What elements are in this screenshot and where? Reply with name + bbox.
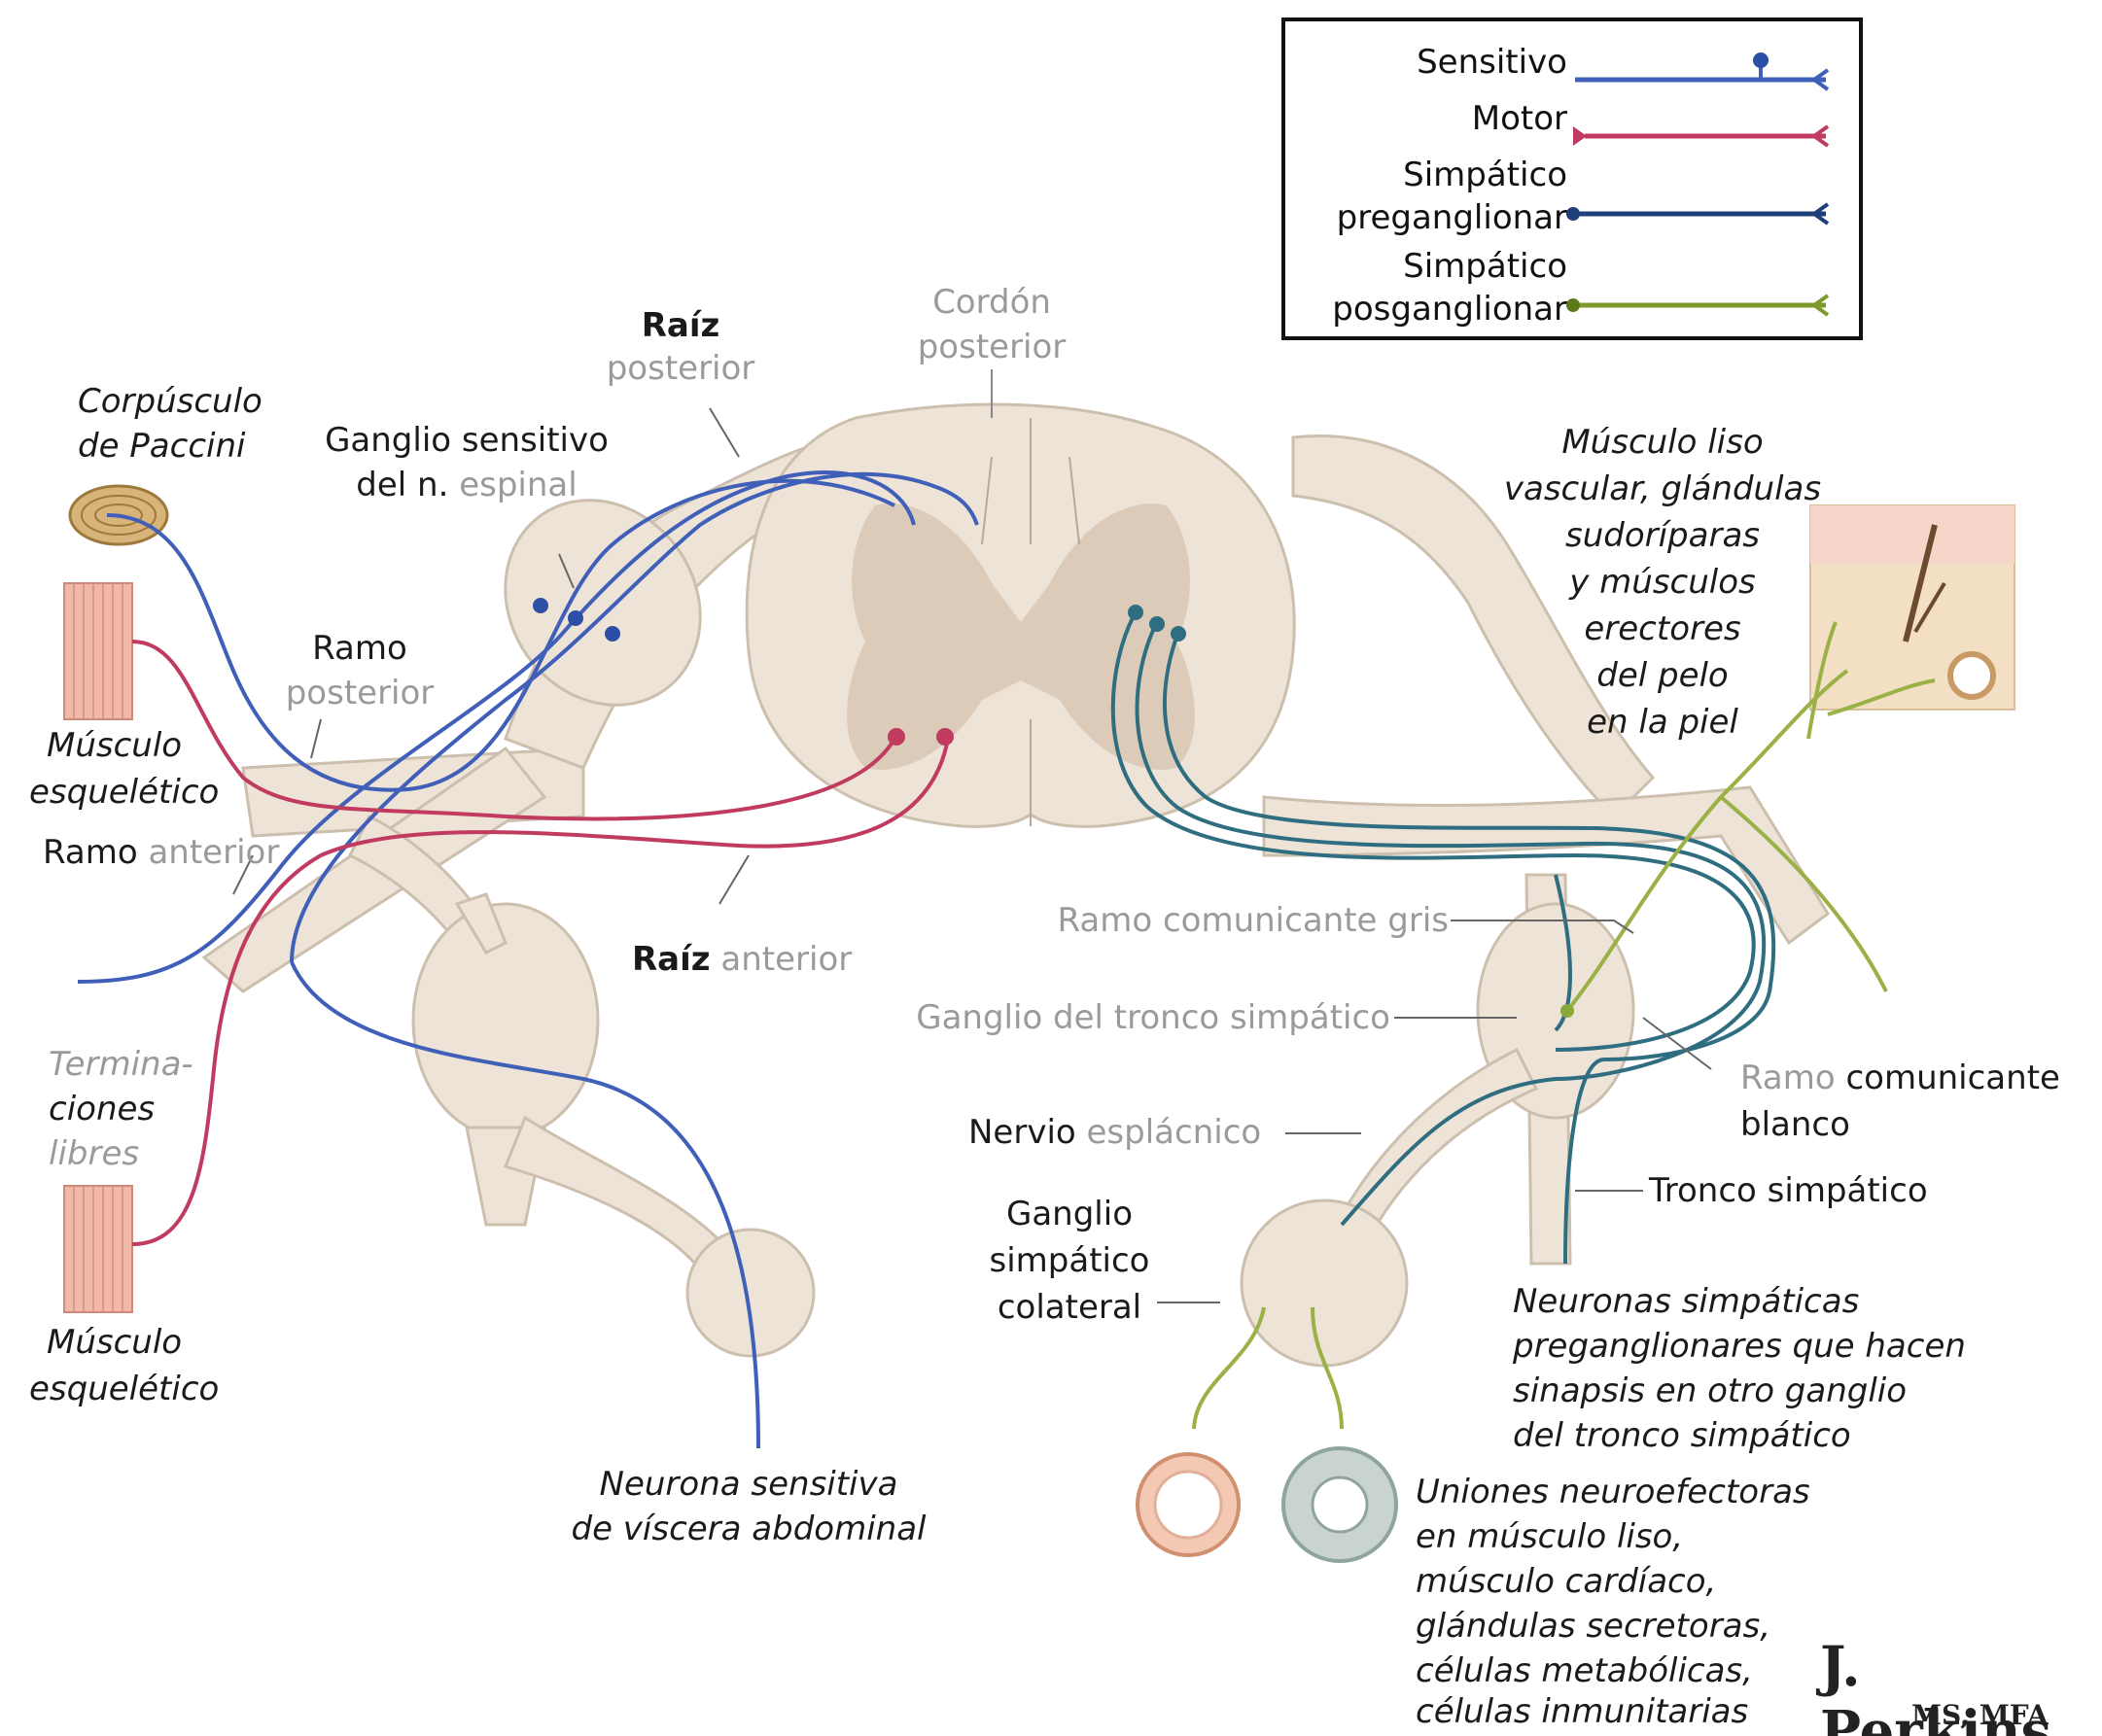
legend-box: Sensitivo Motor Simpático preganglionar … [1281, 17, 1863, 340]
label-neuroeffector-line4: glándulas secretoras, [1416, 1604, 1770, 1649]
label-smooth-muscle-line3: sudoríparas [1488, 513, 1838, 558]
label-splanchnic-nerve: Nervio esplácnico [968, 1110, 1261, 1155]
label-posterior-root-gray: posterior [583, 346, 778, 391]
label-dorsal-ganglion-line2: del n. espinal [321, 463, 613, 507]
label-smooth-muscle-line1: Músculo liso [1488, 420, 1838, 465]
label-free-endings-line1: Termina- [49, 1042, 193, 1087]
artist-degrees: MS, MFA [1911, 1699, 2049, 1731]
label-preganglionic-neurons-line3: sinapsis en otro ganglio [1513, 1369, 1907, 1413]
label-preganglionic-neurons-line1: Neuronas simpáticas [1513, 1279, 1859, 1324]
label-neuroeffector-line6: células inmunitarias [1416, 1689, 1748, 1734]
label-neuroeffector-line5: células metabólicas, [1416, 1649, 1753, 1693]
label-posterior-ramus-gray: posterior [272, 671, 447, 715]
label-neuroeffector-line2: en músculo liso, [1416, 1514, 1683, 1559]
label-posterior-root-bold: Raíz [603, 303, 758, 348]
label-anterior-ramus: Ramo anterior [43, 830, 279, 875]
label-anterior-root: Raíz anterior [632, 937, 852, 982]
legend-preganglionic-soma [1566, 207, 1580, 221]
label-neuroeffector-line3: músculo cardíaco, [1416, 1559, 1716, 1604]
label-posterior-cordon-line1: Cordón [894, 280, 1089, 325]
label-anterior-root-bold: Raíz [632, 940, 711, 979]
label-dorsal-ganglion-dark: del n. [356, 466, 448, 504]
label-anterior-ramus-dark: Ramo [43, 833, 138, 872]
label-free-endings-line2: ciones [49, 1087, 155, 1131]
label-anterior-ramus-gray: anterior [148, 833, 279, 872]
label-skeletal-muscle-top-line2: esquelético [29, 770, 219, 815]
label-skeletal-muscle-bottom-line2: esquelético [29, 1367, 219, 1411]
legend-motor-soma [1573, 126, 1587, 146]
label-collateral-ganglion-line2: simpático [982, 1238, 1157, 1283]
label-splanchnic-dark: Nervio [968, 1113, 1076, 1152]
legend-swatches [1281, 17, 1863, 340]
label-posterior-ramus-bold: Ramo [282, 626, 438, 671]
label-paccini-line1: Corpúsculo [78, 379, 263, 424]
label-visceral-neuron-line1: Neurona sensitiva [544, 1462, 953, 1507]
label-smooth-muscle-line2: vascular, glándulas [1488, 467, 1838, 511]
label-smooth-muscle-line5: erectores [1488, 607, 1838, 651]
label-preganglionic-neurons-line2: preganglionares que hacen [1513, 1324, 1966, 1369]
skin-tissue-icon [1810, 505, 2014, 710]
legend-postganglionic-soma [1566, 298, 1580, 312]
label-collateral-ganglion-line3: colateral [982, 1285, 1157, 1330]
label-white-ramus-line1: Ramo comunicante [1740, 1056, 2060, 1100]
label-skeletal-muscle-top-line1: Músculo [47, 723, 182, 768]
label-collateral-ganglion-line1: Ganglio [982, 1192, 1157, 1236]
vessel-icon [1138, 1454, 1239, 1555]
skeletal-muscle-icon [64, 1186, 132, 1312]
label-dorsal-ganglion-line1: Ganglio sensitivo [321, 418, 613, 463]
label-sympathetic-ganglion: Ganglio del tronco simpático [856, 995, 1390, 1040]
label-smooth-muscle-line6: del pelo [1488, 653, 1838, 698]
label-white-ramus-dark: comunicante [1845, 1059, 2060, 1097]
label-paccini-line2: de Paccini [78, 424, 245, 469]
label-white-ramus-gray: Ramo [1740, 1059, 1836, 1097]
label-anterior-root-gray: anterior [720, 940, 852, 979]
label-posterior-cordon-line2: posterior [894, 325, 1089, 369]
skeletal-muscle-icon [64, 583, 132, 719]
label-gray-ramus: Ramo comunicante gris [1011, 898, 1449, 943]
legend-sensory-soma [1753, 52, 1769, 68]
label-dorsal-ganglion-gray: espinal [459, 466, 578, 504]
postganglionic-soma [1560, 1004, 1574, 1018]
gland-icon [1283, 1448, 1396, 1561]
label-smooth-muscle-line4: y músculos [1488, 560, 1838, 605]
label-white-ramus-line2: blanco [1740, 1102, 1850, 1147]
label-splanchnic-gray: esplácnico [1087, 1113, 1262, 1152]
label-neuroeffector-line1: Uniones neuroefectoras [1416, 1470, 1810, 1514]
label-sympathetic-trunk: Tronco simpático [1649, 1168, 1928, 1213]
label-smooth-muscle-line7: en la piel [1488, 700, 1838, 745]
label-visceral-neuron-line2: de víscera abdominal [544, 1507, 953, 1551]
label-preganglionic-neurons-line4: del tronco simpático [1513, 1413, 1851, 1458]
label-skeletal-muscle-bottom-line1: Músculo [47, 1320, 182, 1365]
label-free-endings-line3: libres [49, 1131, 139, 1176]
